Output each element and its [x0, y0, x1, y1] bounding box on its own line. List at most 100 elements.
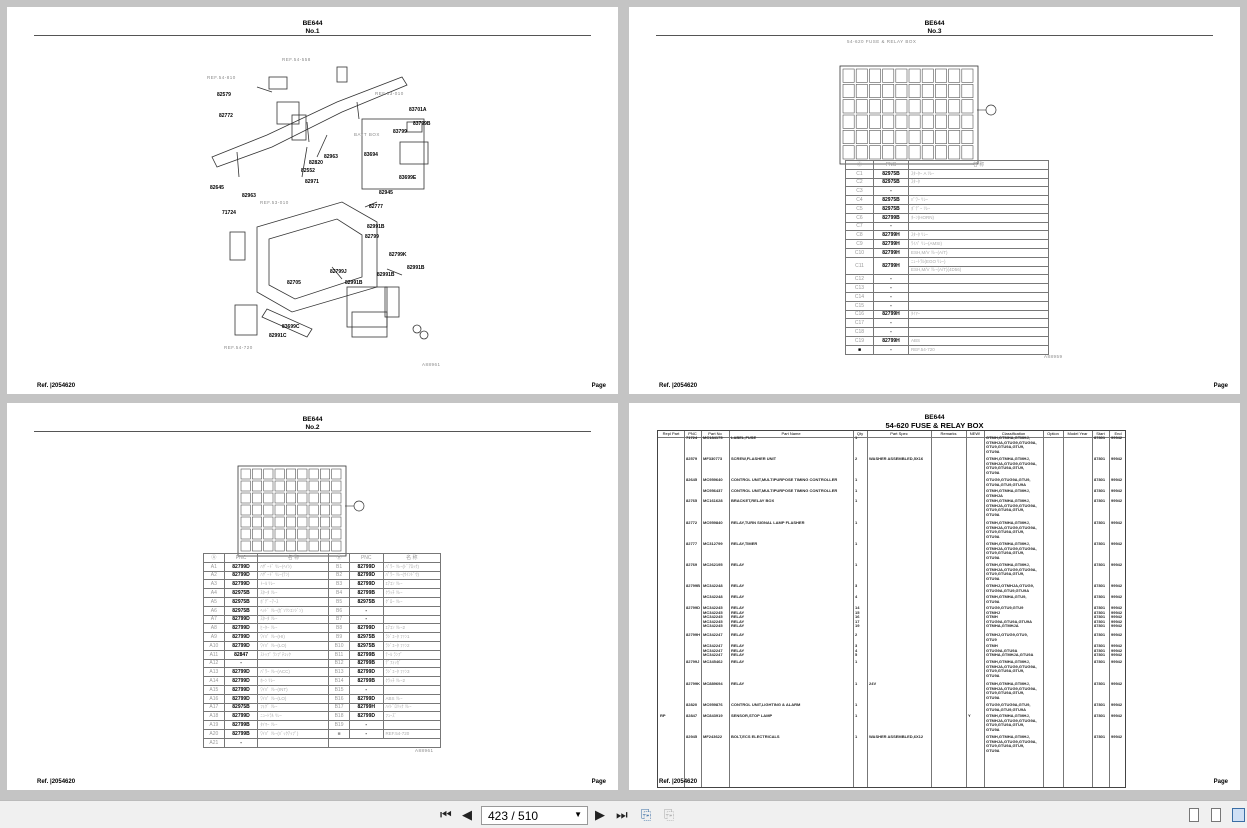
cell: GTMH,GTMHA,GTMHJ, GTMHJA,GTUG9,GTUG9A, G… — [986, 541, 1037, 560]
cell: - — [223, 737, 259, 748]
cell: GTMH,GTMHA,GTMHJ, GTMHJA,GTUG9,GTUG9A, G… — [986, 734, 1037, 753]
relay-slot — [274, 480, 285, 492]
relay-slot — [263, 516, 274, 528]
cell: - — [348, 605, 384, 616]
cell — [328, 737, 441, 748]
first-page-icon[interactable]: ⏮ — [440, 807, 452, 822]
cell[interactable]: MF330773 — [703, 456, 723, 461]
cell[interactable]: MC342245 MC342245 MC342245 MC342245 MC34… — [703, 605, 723, 629]
relay-slot — [274, 468, 285, 480]
relay-slot — [297, 504, 308, 516]
cell: ﾌｫｸﾞ ﾘﾚｰ — [257, 702, 330, 713]
cell: 82799D — [223, 711, 259, 722]
relay-slot — [842, 68, 855, 83]
cell: 82799D — [223, 667, 259, 678]
cell[interactable]: MF243622 — [703, 734, 723, 739]
cell — [382, 684, 442, 695]
cell: C19 — [845, 335, 874, 346]
cell[interactable]: MC342247 — [703, 632, 723, 637]
cell: RELAY — [731, 594, 745, 599]
cell — [908, 274, 1049, 285]
cell: 82579 — [686, 456, 698, 461]
column-header: End — [1114, 431, 1122, 436]
relay-slot — [286, 492, 296, 504]
two-page-view-icon[interactable] — [1232, 808, 1245, 822]
cell: - — [873, 327, 909, 337]
cell[interactable]: MC312799 — [703, 541, 723, 546]
cell: B5 — [328, 596, 350, 607]
cell[interactable]: MC342247 MC342247 MC342247 — [703, 643, 723, 658]
cell: A18 — [203, 711, 225, 722]
column-divider — [966, 431, 967, 787]
cell — [908, 291, 1049, 302]
cell: 82799D — [223, 684, 259, 695]
relay-slot — [297, 516, 308, 528]
column-header: Repl Part — [662, 431, 680, 436]
cell[interactable]: MC342248 — [703, 583, 723, 588]
relay-slot — [961, 99, 974, 114]
cell: 82799D — [223, 640, 259, 651]
cell: 82847 — [686, 713, 698, 718]
single-page-view-icon[interactable] — [1189, 808, 1199, 822]
relay-slot — [240, 492, 251, 504]
cell[interactable]: MC161628 — [703, 498, 723, 503]
cell[interactable]: MC959840 — [703, 520, 723, 525]
cell: 99942 — [1111, 702, 1123, 707]
cell: 82799D — [348, 711, 384, 722]
part-callout: 82991B — [345, 280, 363, 286]
cell[interactable]: MC345462 — [703, 659, 723, 664]
page-number-input[interactable]: 423 / 510▼ — [481, 806, 588, 825]
cell: 82799B — [223, 720, 259, 730]
cell[interactable]: MC342248 — [703, 594, 723, 599]
cell[interactable]: MC956437 — [703, 488, 723, 493]
chevron-down-icon[interactable]: ▼ — [574, 810, 582, 819]
relay-slot — [297, 480, 308, 492]
last-page-icon[interactable]: ⏭ — [616, 807, 628, 822]
cell: C15 — [845, 300, 874, 311]
cell: 87801 — [1094, 632, 1106, 637]
cell: A19 — [203, 720, 225, 730]
exploded-parts-diagram — [211, 66, 429, 340]
part-callout: 82991B — [377, 272, 395, 278]
cell[interactable]: MC843919 — [703, 713, 723, 718]
cell: RELAY — [731, 681, 745, 686]
relay-slot — [882, 68, 895, 83]
cell: 82765 — [686, 498, 698, 503]
relay-slot — [961, 130, 974, 144]
continuous-view-icon[interactable] — [1211, 808, 1221, 822]
part-callout: 82799K — [389, 252, 407, 258]
relay-slot — [961, 68, 974, 83]
cell[interactable]: MC184175 — [703, 435, 723, 440]
relay-slot — [240, 540, 251, 552]
copy-page-icon[interactable]: ⎘ — [641, 807, 652, 822]
cell: 99942 — [1111, 632, 1123, 637]
cell[interactable]: MC262195 — [703, 562, 723, 567]
relay-slot — [252, 468, 262, 480]
part-callout: 82945 — [379, 190, 393, 196]
cell: B14 — [328, 676, 350, 686]
relay-slot — [320, 540, 330, 552]
cell: 87801 — [1094, 734, 1106, 739]
cell: 2 — [855, 456, 858, 461]
paste-page-icon[interactable]: ⎘ — [664, 807, 675, 822]
cell: 82799J — [686, 659, 700, 664]
column-divider — [1063, 431, 1064, 787]
cell[interactable]: MC959876 — [703, 702, 723, 707]
cell: CONTROL UNIT,MULTIPURPOSE TIMING CONTROL… — [731, 488, 838, 493]
cell: GTMH,GTMHA,GTMHJ, GTMHJA,GTUG9,GTUG9A, G… — [986, 562, 1037, 581]
next-page-icon[interactable]: ▶ — [595, 807, 605, 822]
cell: - — [348, 684, 384, 695]
part-callout: 82777 — [369, 204, 383, 210]
cell: 82799H — [348, 702, 384, 713]
cell[interactable]: MC959640 — [703, 477, 723, 482]
cell[interactable]: MC889694 — [703, 681, 723, 686]
cell: 1 — [855, 541, 858, 546]
prev-page-icon[interactable]: ◀ — [462, 807, 472, 822]
cell: ｽﾀｰﾀｰ A ﾘﾚｰ — [908, 168, 1049, 179]
column-header: Classification — [1001, 431, 1026, 436]
cell: 1 — [855, 562, 858, 567]
